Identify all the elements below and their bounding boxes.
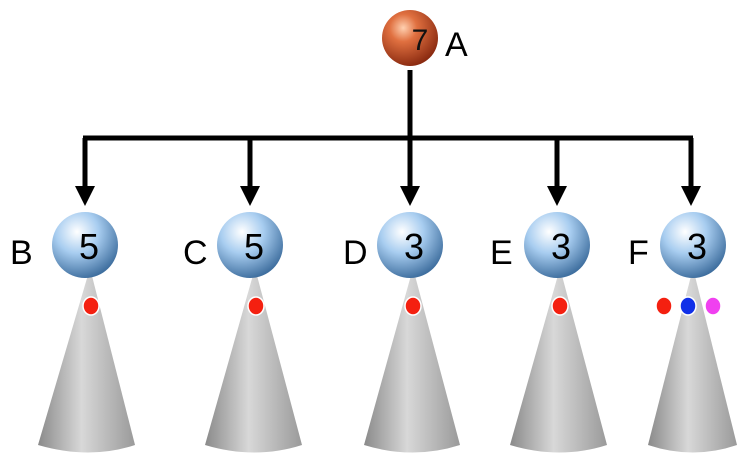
- child-node-value: 5: [79, 226, 99, 267]
- child-node-label: C: [183, 234, 208, 272]
- child-node-sphere: [217, 212, 283, 278]
- child-node-value: 3: [551, 226, 571, 267]
- arrowhead-C: [240, 186, 260, 206]
- child-node-sphere: [660, 212, 726, 278]
- root-node-value: 7: [412, 24, 429, 57]
- magenta-dot-F: [704, 296, 722, 316]
- child-node-label: B: [10, 234, 33, 272]
- child-node-B: 5 B: [10, 212, 118, 278]
- root-node-sphere: [382, 10, 438, 66]
- child-node-value: 3: [687, 226, 707, 267]
- cones: [38, 268, 737, 453]
- subtree-cone-F: [648, 268, 737, 453]
- arrowhead-D: [400, 186, 420, 206]
- child-node-value: 3: [404, 226, 424, 267]
- child-node-label: D: [343, 234, 368, 272]
- subtree-cone-E: [510, 268, 607, 453]
- red-dot-F: [655, 296, 673, 316]
- arrowheads: [75, 186, 701, 206]
- arrowhead-B: [75, 186, 95, 206]
- subtree-cone-D: [364, 268, 460, 453]
- root-node-label: A: [445, 26, 468, 64]
- edges: [82, 70, 694, 190]
- child-node-label: F: [628, 234, 649, 272]
- root-node: 7 A: [382, 10, 468, 66]
- token-dots: [82, 296, 722, 316]
- red-dot-E: [551, 296, 569, 316]
- red-dot-B: [82, 296, 100, 316]
- child-node-C: 5 C: [183, 212, 283, 278]
- child-node-E: 3 E: [490, 212, 590, 278]
- arrowhead-F: [681, 186, 701, 206]
- child-node-sphere: [524, 212, 590, 278]
- child-node-sphere: [377, 212, 443, 278]
- child-node-sphere: [52, 212, 118, 278]
- child-node-label: E: [490, 234, 513, 272]
- child-node-value: 5: [244, 226, 264, 267]
- subtree-cone-B: [38, 268, 135, 453]
- child-node-F: 3 F: [628, 212, 726, 278]
- arrowhead-E: [547, 186, 567, 206]
- blue-dot-F: [679, 296, 697, 316]
- red-dot-D: [404, 296, 422, 316]
- subtree-cone-C: [205, 268, 302, 453]
- red-dot-C: [247, 296, 265, 316]
- child-node-D: 3 D: [343, 212, 443, 278]
